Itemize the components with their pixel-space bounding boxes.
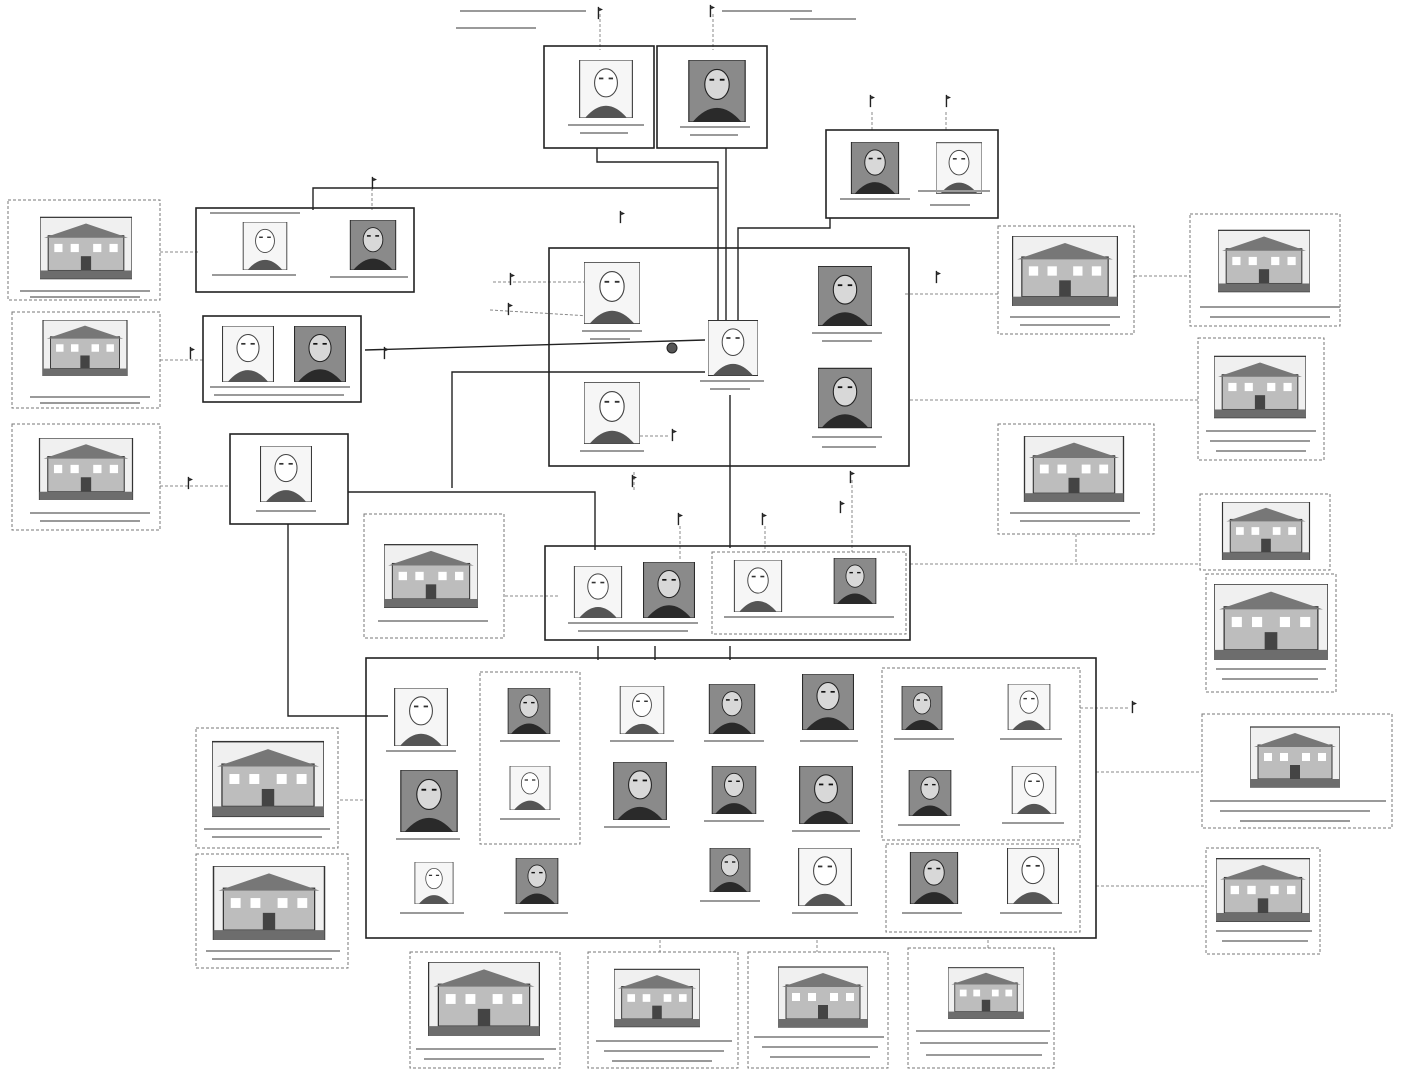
portrait-photo-icon: [584, 262, 640, 324]
connector-dot: [666, 342, 678, 354]
grandparents-right-box: [656, 45, 768, 149]
portrait-photo-icon: [818, 367, 872, 429]
flag-marker-icon: [709, 4, 715, 18]
building-photo-icon: [1250, 726, 1340, 788]
children-generation-box: [544, 545, 911, 641]
portrait-photo-icon: [802, 674, 854, 730]
portrait-photo-icon: [688, 60, 746, 122]
building-photo-icon: [948, 967, 1024, 1019]
portrait-photo-icon: [579, 60, 633, 118]
grandparents-left-box: [543, 45, 655, 149]
building-photo-icon: [1216, 858, 1310, 922]
flag-marker-icon: [677, 512, 683, 526]
portrait-photo-icon: [818, 266, 872, 326]
uncle-box: [229, 433, 349, 525]
building-photo-icon: [384, 543, 478, 609]
portrait-photo-icon: [936, 142, 982, 194]
flag-marker-icon: [597, 6, 603, 20]
portrait-photo-icon: [400, 770, 458, 832]
illegible-captions: [20, 10, 1386, 1062]
portrait-photo-icon: [349, 220, 397, 270]
building-photo-icon: [1023, 436, 1125, 502]
flag-marker-icon: [507, 302, 513, 316]
grandchildren-generation-box: [365, 657, 1097, 939]
portrait-photo-icon: [901, 686, 943, 730]
portrait-photo-icon: [797, 848, 853, 906]
portrait-photo-icon: [507, 688, 551, 734]
flag-marker-icon: [631, 474, 637, 488]
flag-marker-icon: [761, 512, 767, 526]
sibling-pair-box: [202, 315, 362, 403]
portrait-photo-icon: [619, 686, 665, 734]
portrait-photo-icon: [221, 326, 275, 382]
flag-marker-icon: [1131, 700, 1137, 714]
building-photo-icon: [1012, 236, 1118, 306]
flag-marker-icon: [869, 94, 875, 108]
portrait-photo-icon: [909, 852, 959, 904]
portrait-photo-icon: [259, 446, 313, 502]
flag-marker-icon: [371, 176, 377, 190]
building-photo-icon: [1214, 355, 1306, 419]
building-photo-icon: [212, 740, 324, 818]
portrait-photo-icon: [573, 566, 623, 618]
flag-marker-icon: [189, 346, 195, 360]
portrait-photo-icon: [242, 222, 288, 270]
paternal-family-box: [195, 207, 415, 293]
portrait-photo-icon: [709, 848, 751, 892]
flag-marker-icon: [509, 272, 515, 286]
building-photo-icon: [42, 320, 128, 376]
building-photo-icon: [778, 966, 868, 1028]
building-photo-icon: [428, 962, 540, 1036]
maternal-family-box: [825, 129, 999, 219]
portrait-photo-icon: [515, 858, 559, 904]
building-photo-icon: [38, 438, 134, 500]
building-photo-icon: [212, 866, 326, 940]
portrait-photo-icon: [584, 382, 640, 444]
flag-marker-icon: [619, 210, 625, 224]
building-photo-icon: [1218, 229, 1310, 293]
flag-marker-icon: [935, 270, 941, 284]
portrait-photo-icon: [798, 766, 854, 824]
portrait-photo-icon: [708, 684, 756, 734]
flag-marker-icon: [187, 476, 193, 490]
building-photo-icon: [1214, 584, 1328, 660]
portrait-photo-icon: [708, 320, 758, 376]
parents-generation-box: [548, 247, 910, 467]
portrait-photo-icon: [733, 560, 783, 612]
building-photo-icon: [40, 216, 132, 280]
portrait-photo-icon: [1007, 684, 1051, 730]
portrait-photo-icon: [642, 562, 696, 618]
portrait-photo-icon: [509, 766, 551, 810]
portrait-photo-icon: [850, 142, 900, 194]
portrait-photo-icon: [908, 770, 952, 816]
portrait-photo-icon: [612, 762, 668, 820]
portrait-photo-icon: [1006, 848, 1060, 904]
portrait-photo-icon: [1011, 766, 1057, 814]
portrait-photo-icon: [711, 766, 757, 814]
flag-marker-icon: [839, 500, 845, 514]
flag-marker-icon: [945, 94, 951, 108]
building-photo-icon: [1221, 502, 1311, 560]
portrait-photo-icon: [833, 558, 877, 604]
flag-marker-icon: [671, 428, 677, 442]
portrait-photo-icon: [393, 688, 449, 746]
portrait-photo-icon: [414, 862, 454, 904]
portrait-photo-icon: [293, 326, 347, 382]
building-photo-icon: [614, 968, 700, 1028]
